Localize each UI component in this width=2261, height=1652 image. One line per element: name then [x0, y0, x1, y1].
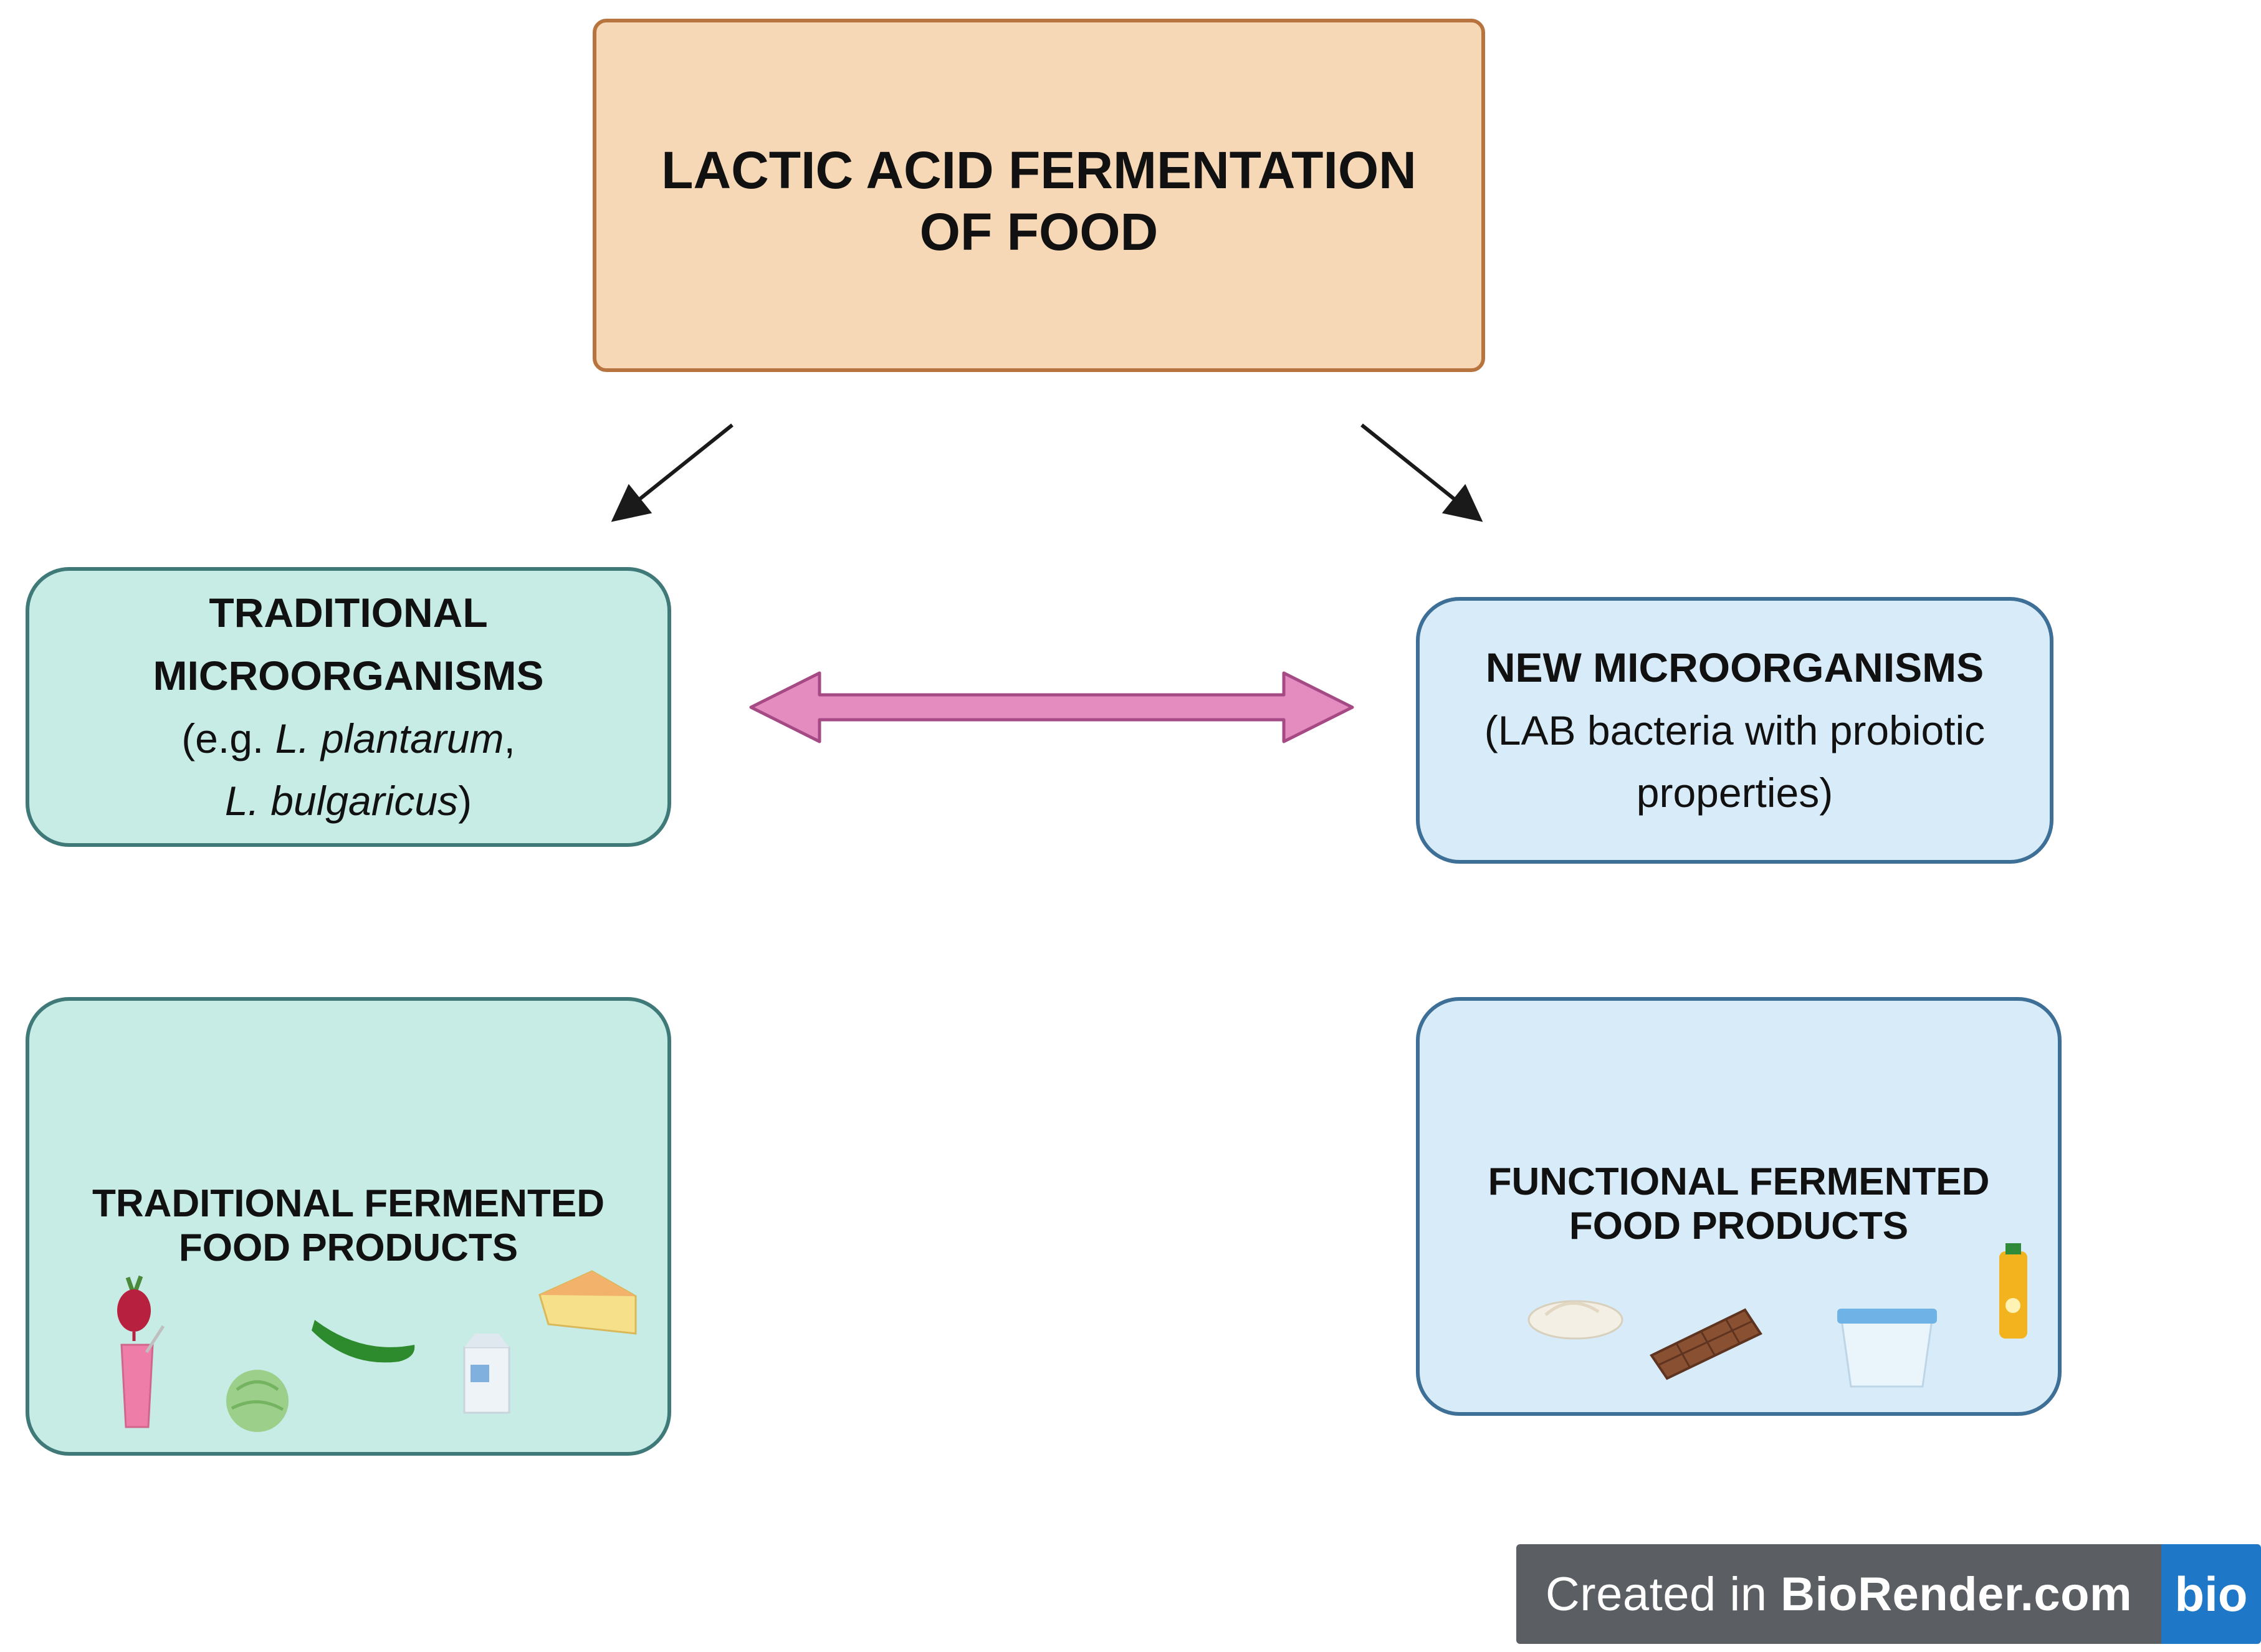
watermark-text: Created in BioRender.com: [1516, 1544, 2161, 1644]
new-micro-desc-line1: (LAB bacteria with probiotic: [1484, 707, 1986, 753]
trad-micro-title-line1: TRADITIONAL: [209, 589, 488, 636]
watermark-brand: BioRender.com: [1781, 1567, 2133, 1621]
traditional-microorganisms-box: TRADITIONAL MICROORGANISMS (e.g. L. plan…: [26, 567, 671, 847]
trad-micro-example-line1: (e.g. L. plantarum,: [181, 707, 515, 770]
trad-food-line1: TRADITIONAL FERMENTED: [92, 1182, 605, 1225]
top-title-line2: OF FOOD: [919, 203, 1159, 262]
species-plantarum: L. plantarum: [275, 715, 504, 762]
new-micro-desc-line2: properties): [1636, 770, 1833, 816]
arrow-to-new: [1360, 423, 1483, 522]
double-headed-arrow: [749, 671, 1354, 743]
new-microorganisms-box: NEW MICROORGANISMS (LAB bacteria with pr…: [1416, 597, 2053, 864]
functional-fermented-food-box: FUNCTIONAL FERMENTED FOOD PRODUCTS: [1416, 997, 2062, 1416]
example-prefix: (e.g.: [181, 715, 275, 762]
biorender-logo-icon: bio: [2161, 1544, 2261, 1644]
species-bulgaricus: L. bulgaricus: [224, 778, 459, 824]
traditional-fermented-food-box: TRADITIONAL FERMENTED FOOD PRODUCTS: [26, 997, 671, 1456]
top-title-line1: LACTIC ACID FERMENTATION: [661, 141, 1417, 199]
trad-micro-title-line2: MICROORGANISMS: [153, 652, 544, 699]
example-sep: ,: [504, 715, 515, 762]
biorender-watermark[interactable]: Created in BioRender.com bio: [1516, 1544, 2261, 1644]
new-micro-title: NEW MICROORGANISMS: [1485, 644, 1984, 690]
trad-micro-example-line2: L. bulgaricus): [225, 770, 472, 833]
watermark-prefix: Created in: [1545, 1567, 1767, 1621]
lactic-acid-fermentation-box: LACTIC ACID FERMENTATION OF FOOD: [593, 19, 1485, 372]
trad-food-line2: FOOD PRODUCTS: [178, 1226, 519, 1270]
func-food-line2: FOOD PRODUCTS: [1569, 1205, 1909, 1248]
example-suffix: ): [458, 778, 472, 824]
arrow-to-traditional: [611, 423, 734, 522]
func-food-line1: FUNCTIONAL FERMENTED: [1488, 1160, 1990, 1203]
